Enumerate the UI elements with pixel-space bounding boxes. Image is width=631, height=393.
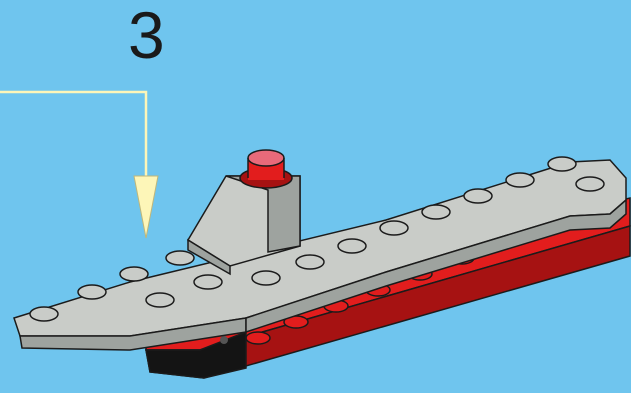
arrow-line bbox=[0, 92, 146, 178]
round-tile-icon bbox=[240, 150, 292, 188]
placement-arrow bbox=[0, 92, 158, 238]
hinge-pin bbox=[220, 336, 228, 344]
down-arrow-icon bbox=[134, 176, 158, 238]
